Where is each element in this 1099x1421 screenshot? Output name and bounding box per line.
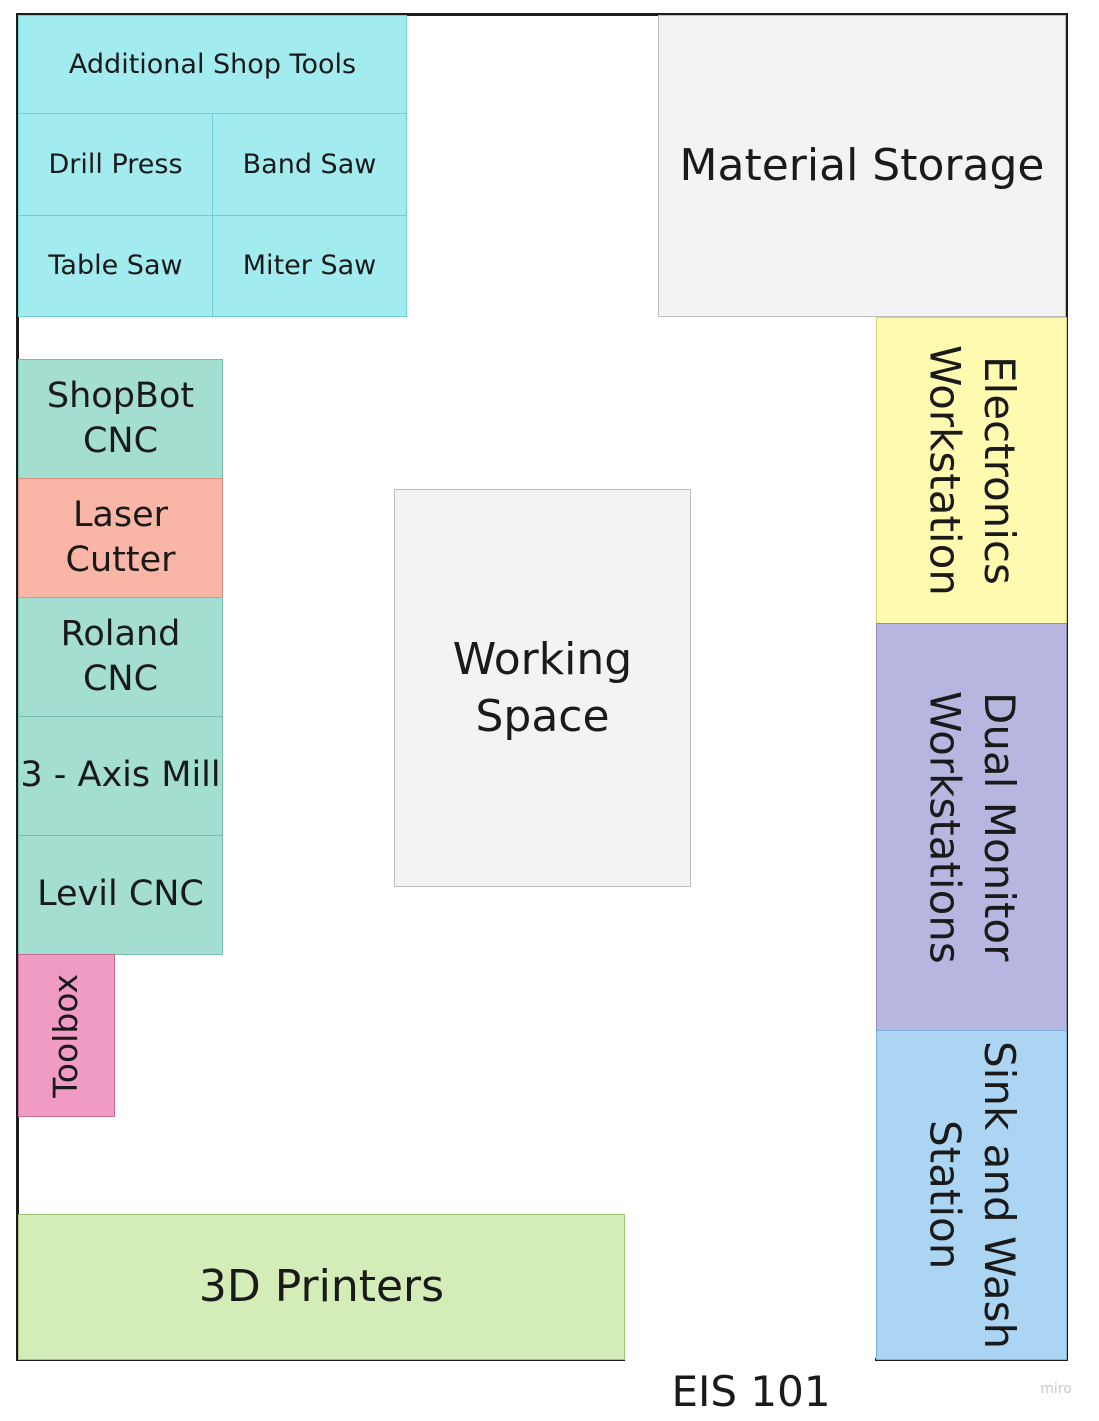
zone-label-line: Electronics xyxy=(975,356,1025,585)
zone-material-storage: Material Storage xyxy=(658,15,1066,317)
zone-label: Toolbox xyxy=(46,973,86,1098)
zone-label-line: Workstation xyxy=(920,345,970,596)
zone-electronics-workstation: Electronics Workstation xyxy=(876,317,1067,624)
miro-watermark: miro xyxy=(1040,1381,1072,1397)
room-number-label: EIS 101 xyxy=(671,1367,831,1416)
zone-label-line: Working xyxy=(452,633,633,685)
zone-label-line: Cutter xyxy=(65,540,176,580)
zone-miter-saw: Miter Saw xyxy=(212,215,407,317)
zone-shopbot-cnc: ShopBot CNC xyxy=(18,359,223,479)
zone-label-line: Sink and Wash xyxy=(975,1040,1025,1350)
zone-label-line: Station xyxy=(920,1120,970,1270)
zone-three-axis-mill: 3 - Axis Mill xyxy=(18,716,223,836)
zone-label-line: Dual Monitor xyxy=(975,692,1025,962)
zone-levil-cnc: Levil CNC xyxy=(18,835,223,955)
zone-label: Table Saw xyxy=(48,250,183,282)
zone-label-line: ShopBot xyxy=(46,375,195,416)
zone-label-line: Roland xyxy=(60,613,181,654)
zone-table-saw: Table Saw xyxy=(18,215,213,317)
zone-band-saw: Band Saw xyxy=(212,113,407,216)
zone-sink-and-wash-station: Sink and Wash Station xyxy=(876,1030,1067,1360)
zone-3d-printers: 3D Printers xyxy=(18,1214,625,1360)
zone-additional-shop-tools: Additional Shop Tools xyxy=(18,15,407,114)
zone-label: Miter Saw xyxy=(242,250,377,282)
zone-label: 3D Printers xyxy=(198,1261,445,1313)
zone-label: Additional Shop Tools xyxy=(68,48,357,80)
zone-label: Levil CNC xyxy=(37,874,204,915)
zone-label-line: CNC xyxy=(82,659,159,699)
zone-label-line: CNC xyxy=(82,421,159,461)
zone-laser-cutter: Laser Cutter xyxy=(18,478,223,598)
zone-toolbox: Toolbox xyxy=(18,954,115,1117)
zone-roland-cnc: Roland CNC xyxy=(18,597,223,717)
zone-label: 3 - Axis Mill xyxy=(20,755,221,796)
zone-label: Band Saw xyxy=(242,148,377,180)
zone-label: Material Storage xyxy=(679,140,1045,192)
zone-drill-press: Drill Press xyxy=(18,113,213,216)
zone-label-line: Laser xyxy=(72,494,169,535)
zone-label: Drill Press xyxy=(48,148,183,180)
zone-dual-monitor-workstations: Dual Monitor Workstations xyxy=(876,623,1067,1031)
room-entrance xyxy=(625,1357,875,1365)
zone-label-line: Workstations xyxy=(920,690,970,964)
zone-label-line: Space xyxy=(475,691,610,742)
zone-working-space: Working Space xyxy=(394,489,691,887)
